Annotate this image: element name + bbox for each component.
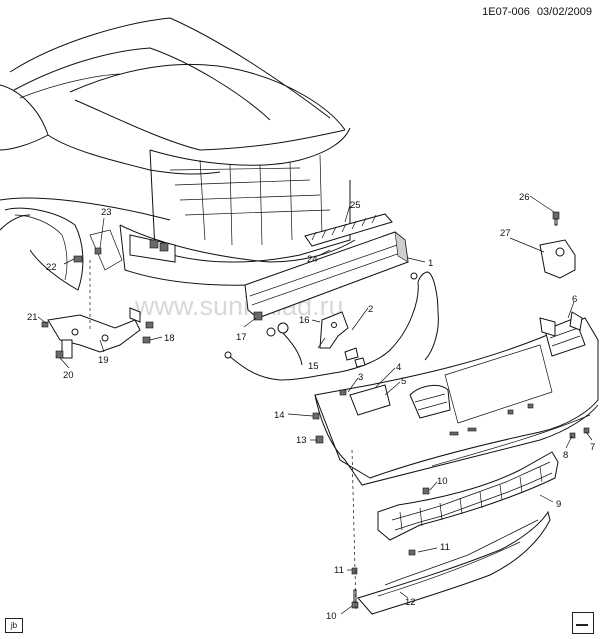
lower-energy-absorber xyxy=(377,451,559,541)
callout-2: 2 xyxy=(368,304,373,315)
callout-11-lower: 11 xyxy=(334,565,344,576)
callout-16: 16 xyxy=(299,315,310,326)
callout-19: 19 xyxy=(98,355,109,366)
callout-14: 14 xyxy=(274,410,285,421)
callout-18: 18 xyxy=(164,333,175,344)
lower-valance xyxy=(357,510,551,615)
callout-13: 13 xyxy=(296,435,307,446)
left-fascia-bracket xyxy=(47,307,141,359)
callout-6: 6 xyxy=(572,294,577,305)
callout-9: 9 xyxy=(556,499,561,510)
callout-5: 5 xyxy=(401,376,406,387)
right-fascia-bracket xyxy=(539,239,576,279)
illustrator-badge: jb xyxy=(5,618,23,633)
install-guide-line xyxy=(351,449,357,611)
illustration-header: 1E07-006 03/02/2009 xyxy=(482,6,592,18)
callout-numbers: 1 2 3 4 5 6 7 8 9 10 11 12 13 14 15 16 1… xyxy=(27,192,595,622)
callout-12: 12 xyxy=(405,597,416,608)
bumper-reinforcement xyxy=(244,231,409,319)
callout-25: 25 xyxy=(350,200,361,211)
callout-22: 22 xyxy=(46,262,57,273)
rear-bumper-fascia xyxy=(314,311,599,486)
callout-27: 27 xyxy=(500,228,511,239)
gm-logo-icon xyxy=(572,612,594,634)
callout-11-upper: 11 xyxy=(440,542,450,553)
callout-1: 1 xyxy=(428,258,433,269)
callout-23: 23 xyxy=(101,207,112,218)
upper-energy-absorber xyxy=(304,213,393,247)
callout-21: 21 xyxy=(27,312,38,323)
illustration-code: 1E07-006 xyxy=(482,6,530,18)
callout-10-upper: 10 xyxy=(437,476,448,487)
harness-bracket xyxy=(319,311,349,349)
callout-20: 20 xyxy=(63,370,74,381)
leader-lines xyxy=(37,195,593,615)
callout-7: 7 xyxy=(590,442,595,453)
fasteners-misc xyxy=(253,311,590,609)
illustration-date: 03/02/2009 xyxy=(536,6,592,18)
wiring-harness xyxy=(224,271,439,381)
callout-3: 3 xyxy=(358,372,363,383)
vehicle-body xyxy=(0,17,356,291)
callout-4: 4 xyxy=(396,362,401,373)
bolt-26 xyxy=(552,211,560,226)
callout-17: 17 xyxy=(236,332,247,343)
callout-26: 26 xyxy=(519,192,530,203)
callout-8: 8 xyxy=(563,450,568,461)
callout-10-lower: 10 xyxy=(326,611,337,622)
callout-15: 15 xyxy=(308,361,319,372)
callout-24: 24 xyxy=(307,254,318,265)
